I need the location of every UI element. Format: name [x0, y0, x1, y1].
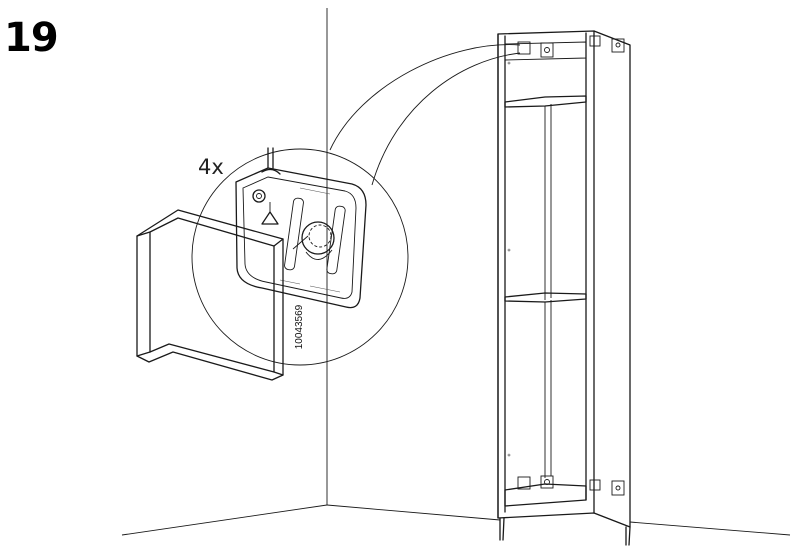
wall-bracket-detail — [235, 147, 367, 309]
part-number-label: 10043569 — [294, 304, 305, 350]
step-number: 19 — [4, 15, 59, 61]
detail-callout — [191, 44, 521, 366]
end-panel-part — [136, 209, 284, 381]
cabinet — [497, 30, 631, 546]
quantity-label: 4x — [198, 155, 224, 179]
room-corner — [121, 8, 791, 536]
